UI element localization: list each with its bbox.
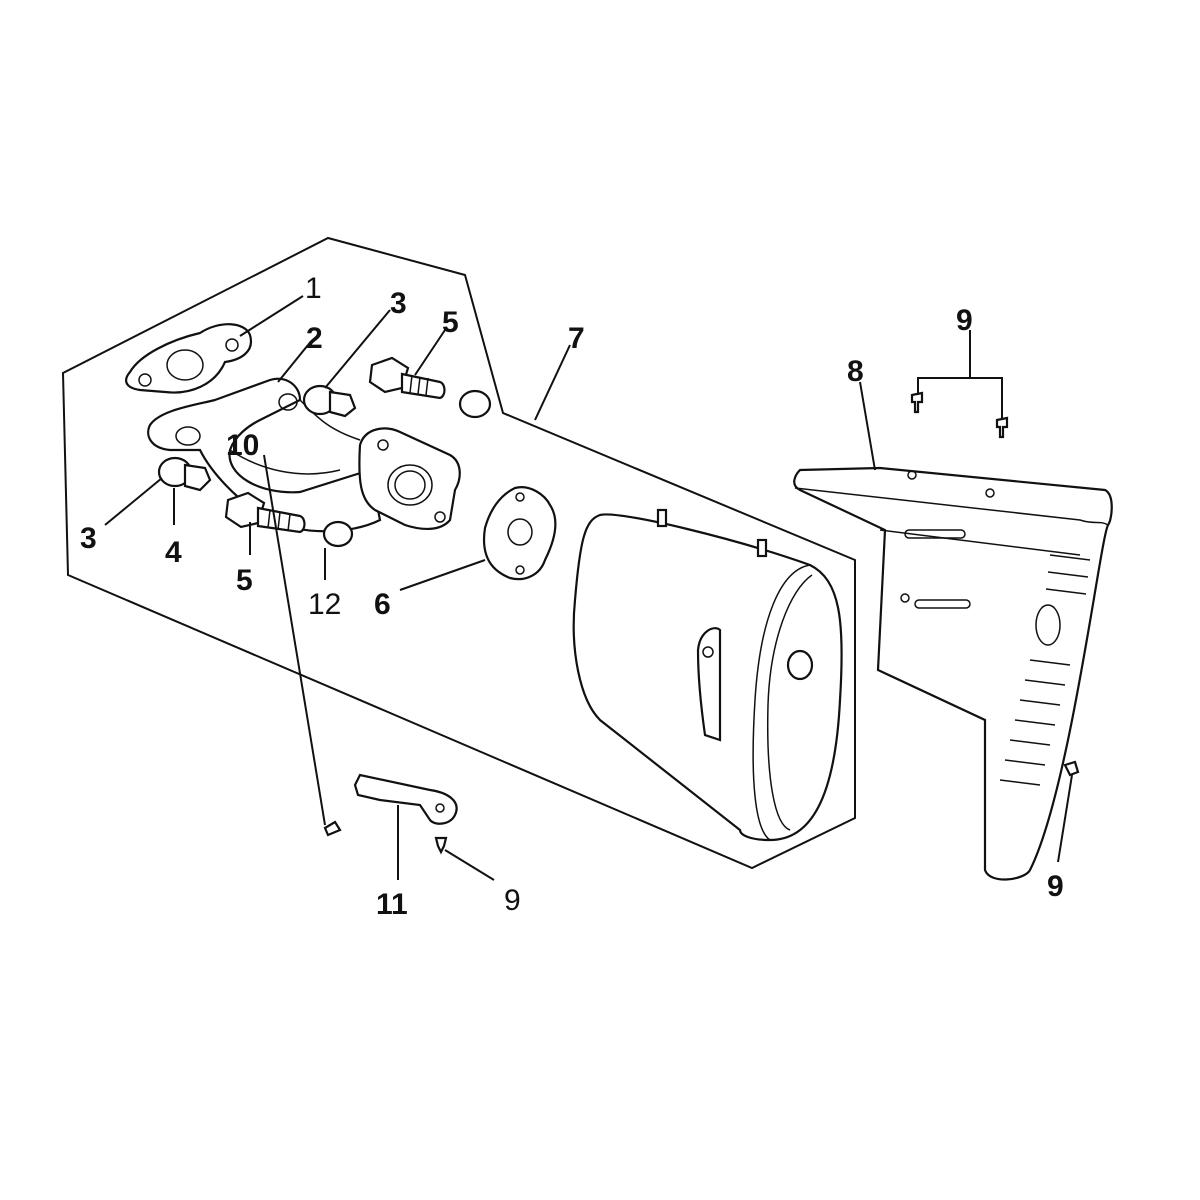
label-part-7: 7 <box>568 322 585 355</box>
screw-part-9-a <box>910 391 924 414</box>
bolt-part-5-bottom <box>224 491 306 534</box>
label-part-5-top: 5 <box>442 306 459 339</box>
label-part-12: 12 <box>308 588 341 621</box>
label-part-2: 2 <box>306 322 323 355</box>
washer-top <box>458 389 492 419</box>
label-part-9-right: 9 <box>1047 870 1064 903</box>
screw-part-9-c <box>434 836 448 855</box>
label-part-4: 4 <box>165 536 182 569</box>
label-part-5-bottom: 5 <box>236 564 253 597</box>
label-part-10: 10 <box>226 429 259 462</box>
muffler <box>572 508 843 842</box>
nut-part-3-left <box>157 456 212 492</box>
nut-part-3-top <box>302 384 357 418</box>
screw-part-9-d <box>1063 760 1080 777</box>
label-part-8: 8 <box>847 355 864 388</box>
label-part-1: 1 <box>305 272 322 305</box>
bracket-part-11 <box>353 773 458 825</box>
screw-part-9-b <box>995 416 1009 439</box>
gasket-part-6 <box>482 486 557 581</box>
gasket-part-1 <box>125 323 253 394</box>
screw-part-10 <box>323 820 342 837</box>
bolt-part-5-top <box>368 356 446 400</box>
label-part-3-left: 3 <box>80 522 97 555</box>
leader-lines <box>104 295 1073 881</box>
label-part-11: 11 <box>376 888 408 921</box>
pipe-flange <box>358 427 461 530</box>
exhaust-pipe-part-2 <box>147 377 382 533</box>
label-part-9-bottom: 9 <box>504 884 521 917</box>
label-part-6: 6 <box>374 588 391 621</box>
washer-part-12 <box>322 520 354 548</box>
assembly-outline <box>61 236 856 870</box>
label-part-3-top: 3 <box>390 287 407 320</box>
label-part-9-top: 9 <box>956 304 973 337</box>
heat-shield-part-8 <box>793 466 1113 881</box>
